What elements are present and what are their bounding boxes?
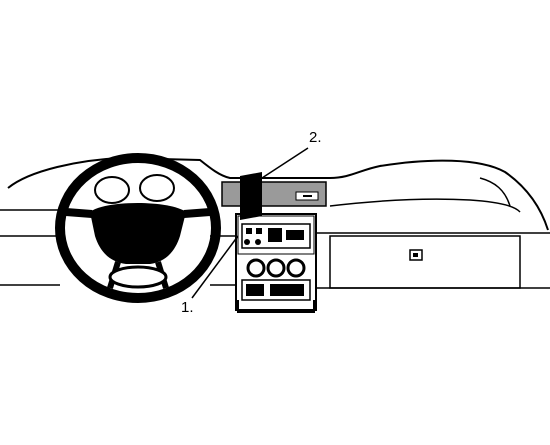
glovebox — [329, 235, 521, 289]
airbag-icon — [90, 203, 186, 264]
mounting-bracket — [240, 172, 262, 220]
callout-label-2: 2. — [309, 129, 322, 146]
callout-1-leader — [191, 235, 239, 299]
instrument-gauge-icon — [94, 174, 175, 204]
callout-label-1: 1. — [181, 299, 194, 316]
callout-2-leader — [261, 147, 309, 179]
climate-knob-icon — [246, 258, 306, 278]
center-console — [235, 213, 317, 313]
radio-icon — [241, 223, 311, 249]
dashboard-top-outline — [7, 156, 549, 231]
steering-wheel-icon — [55, 153, 221, 303]
glovebox-latch-icon — [409, 249, 423, 261]
dashboard-right-contour — [329, 198, 521, 213]
dashboard-right-hump — [479, 177, 511, 207]
